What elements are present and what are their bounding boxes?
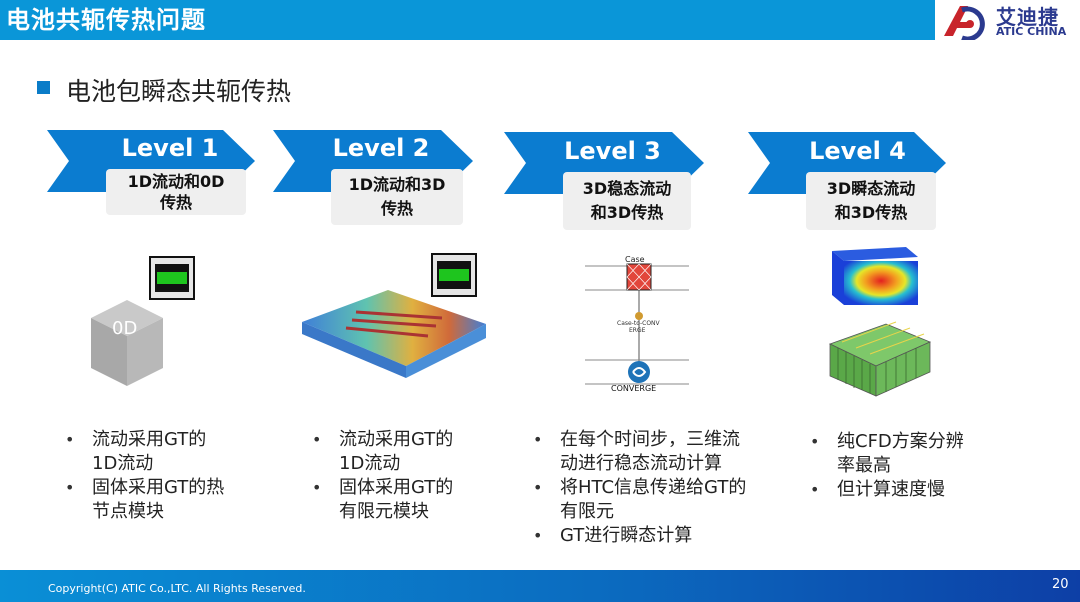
footer-bar (0, 570, 1080, 602)
level-4-bullet-2: 但计算速度慢 (810, 478, 1010, 502)
gt-block-icon (149, 256, 195, 300)
cfd-temperature-contour-image (832, 247, 918, 305)
level-2-label: Level 2 (332, 134, 430, 162)
level-3-label: Level 3 (564, 137, 661, 165)
section-subtitle: 电池包瞬态共轭传热 (66, 77, 292, 106)
copyright-text: Copyright(C) ATIC Co.,LTC. All Rights Re… (48, 582, 306, 595)
level-4-bullets: 纯CFD方案分辨 率最高 但计算速度慢 (810, 430, 1010, 502)
header-bar (0, 0, 935, 40)
atic-logo (944, 6, 985, 40)
level-3-bullet-2: 将HTC信息传递给GT的 有限元 (533, 476, 783, 524)
zero-d-cube-icon (91, 300, 163, 386)
gt-block-icon-2 (431, 253, 477, 297)
level-4-bullet-2-text: 但计算速度慢 (837, 479, 945, 500)
level-1-desc-line2: 传热 (159, 193, 192, 212)
level-3-bullet-3-text: GT进行瞬态计算 (560, 525, 693, 546)
level-2-bullet-2-text: 固体采用GT的 有限元模块 (339, 477, 454, 522)
level-3-bullets: 在每个时间步，三维流 动进行稳态流动计算 将HTC信息传递给GT的 有限元 GT… (533, 428, 783, 548)
level-4-bullet-1-text: 纯CFD方案分辨 率最高 (837, 431, 964, 476)
level-3-bullet-1: 在每个时间步，三维流 动进行稳态流动计算 (533, 428, 783, 476)
level-1-bullet-1: 流动采用GT的 1D流动 (65, 428, 265, 476)
level-3-description: 3D稳态流动 和3D传热 (563, 172, 691, 230)
level-2-bullet-1: 流动采用GT的 1D流动 (312, 428, 512, 476)
level-1-label: Level 1 (121, 134, 219, 162)
level-3-desc-line2: 和3D传热 (590, 203, 664, 222)
level-4-desc-line1: 3D瞬态流动 (826, 179, 916, 198)
page-number: 20 (1052, 577, 1069, 592)
level-4-description: 3D瞬态流动 和3D传热 (806, 172, 936, 230)
subtitle-bullet (37, 81, 50, 94)
level-1-bullet-2: 固体采用GT的热 节点模块 (65, 476, 265, 524)
level-3-bullet-1-text: 在每个时间步，三维流 动进行稳态流动计算 (560, 429, 740, 474)
converge-label: CONVERGE (611, 384, 657, 393)
logo-chinese-text: 艾迪捷 (996, 5, 1059, 29)
level-2-desc-line1: 1D流动和3D (348, 175, 446, 194)
page-title: 电池共轭传热问题 (6, 6, 206, 34)
case-label: Case (625, 255, 645, 264)
level-3-bullet-2-text: 将HTC信息传递给GT的 有限元 (560, 477, 747, 522)
link-label-1: Case-to-CONV (617, 320, 660, 327)
level-4-desc-line2: 和3D传热 (834, 203, 908, 222)
level-3-bullet-3: GT进行瞬态计算 (533, 524, 783, 548)
logo-english-text: ATIC CHINA (996, 25, 1067, 38)
level-2-bullet-1-text: 流动采用GT的 1D流动 (339, 429, 454, 474)
level-2-desc-line2: 传热 (380, 199, 413, 218)
level-1-bullet-1-text: 流动采用GT的 1D流动 (92, 429, 207, 474)
level-1-bullets: 流动采用GT的 1D流动 固体采用GT的热 节点模块 (65, 428, 265, 524)
level-2-bullet-2: 固体采用GT的 有限元模块 (312, 476, 512, 524)
battery-pack-fe-model-image (302, 290, 486, 378)
level-1-description: 1D流动和0D 传热 (106, 169, 246, 215)
level-2-bullets: 流动采用GT的 1D流动 固体采用GT的 有限元模块 (312, 428, 512, 524)
cube-label: 0D (112, 318, 138, 339)
level-1-bullet-2-text: 固体采用GT的热 节点模块 (92, 477, 225, 522)
level-1-desc-line1: 1D流动和0D (127, 172, 225, 191)
level-4-label: Level 4 (809, 137, 906, 165)
level-2-description: 1D流动和3D 传热 (331, 169, 463, 225)
cfd-battery-pack-model-image (828, 321, 932, 397)
level-3-desc-line1: 3D稳态流动 (582, 179, 672, 198)
coupling-diagram (585, 263, 689, 385)
link-label-2: ERGE (629, 327, 646, 334)
level-4-bullet-1: 纯CFD方案分辨 率最高 (810, 430, 1010, 478)
